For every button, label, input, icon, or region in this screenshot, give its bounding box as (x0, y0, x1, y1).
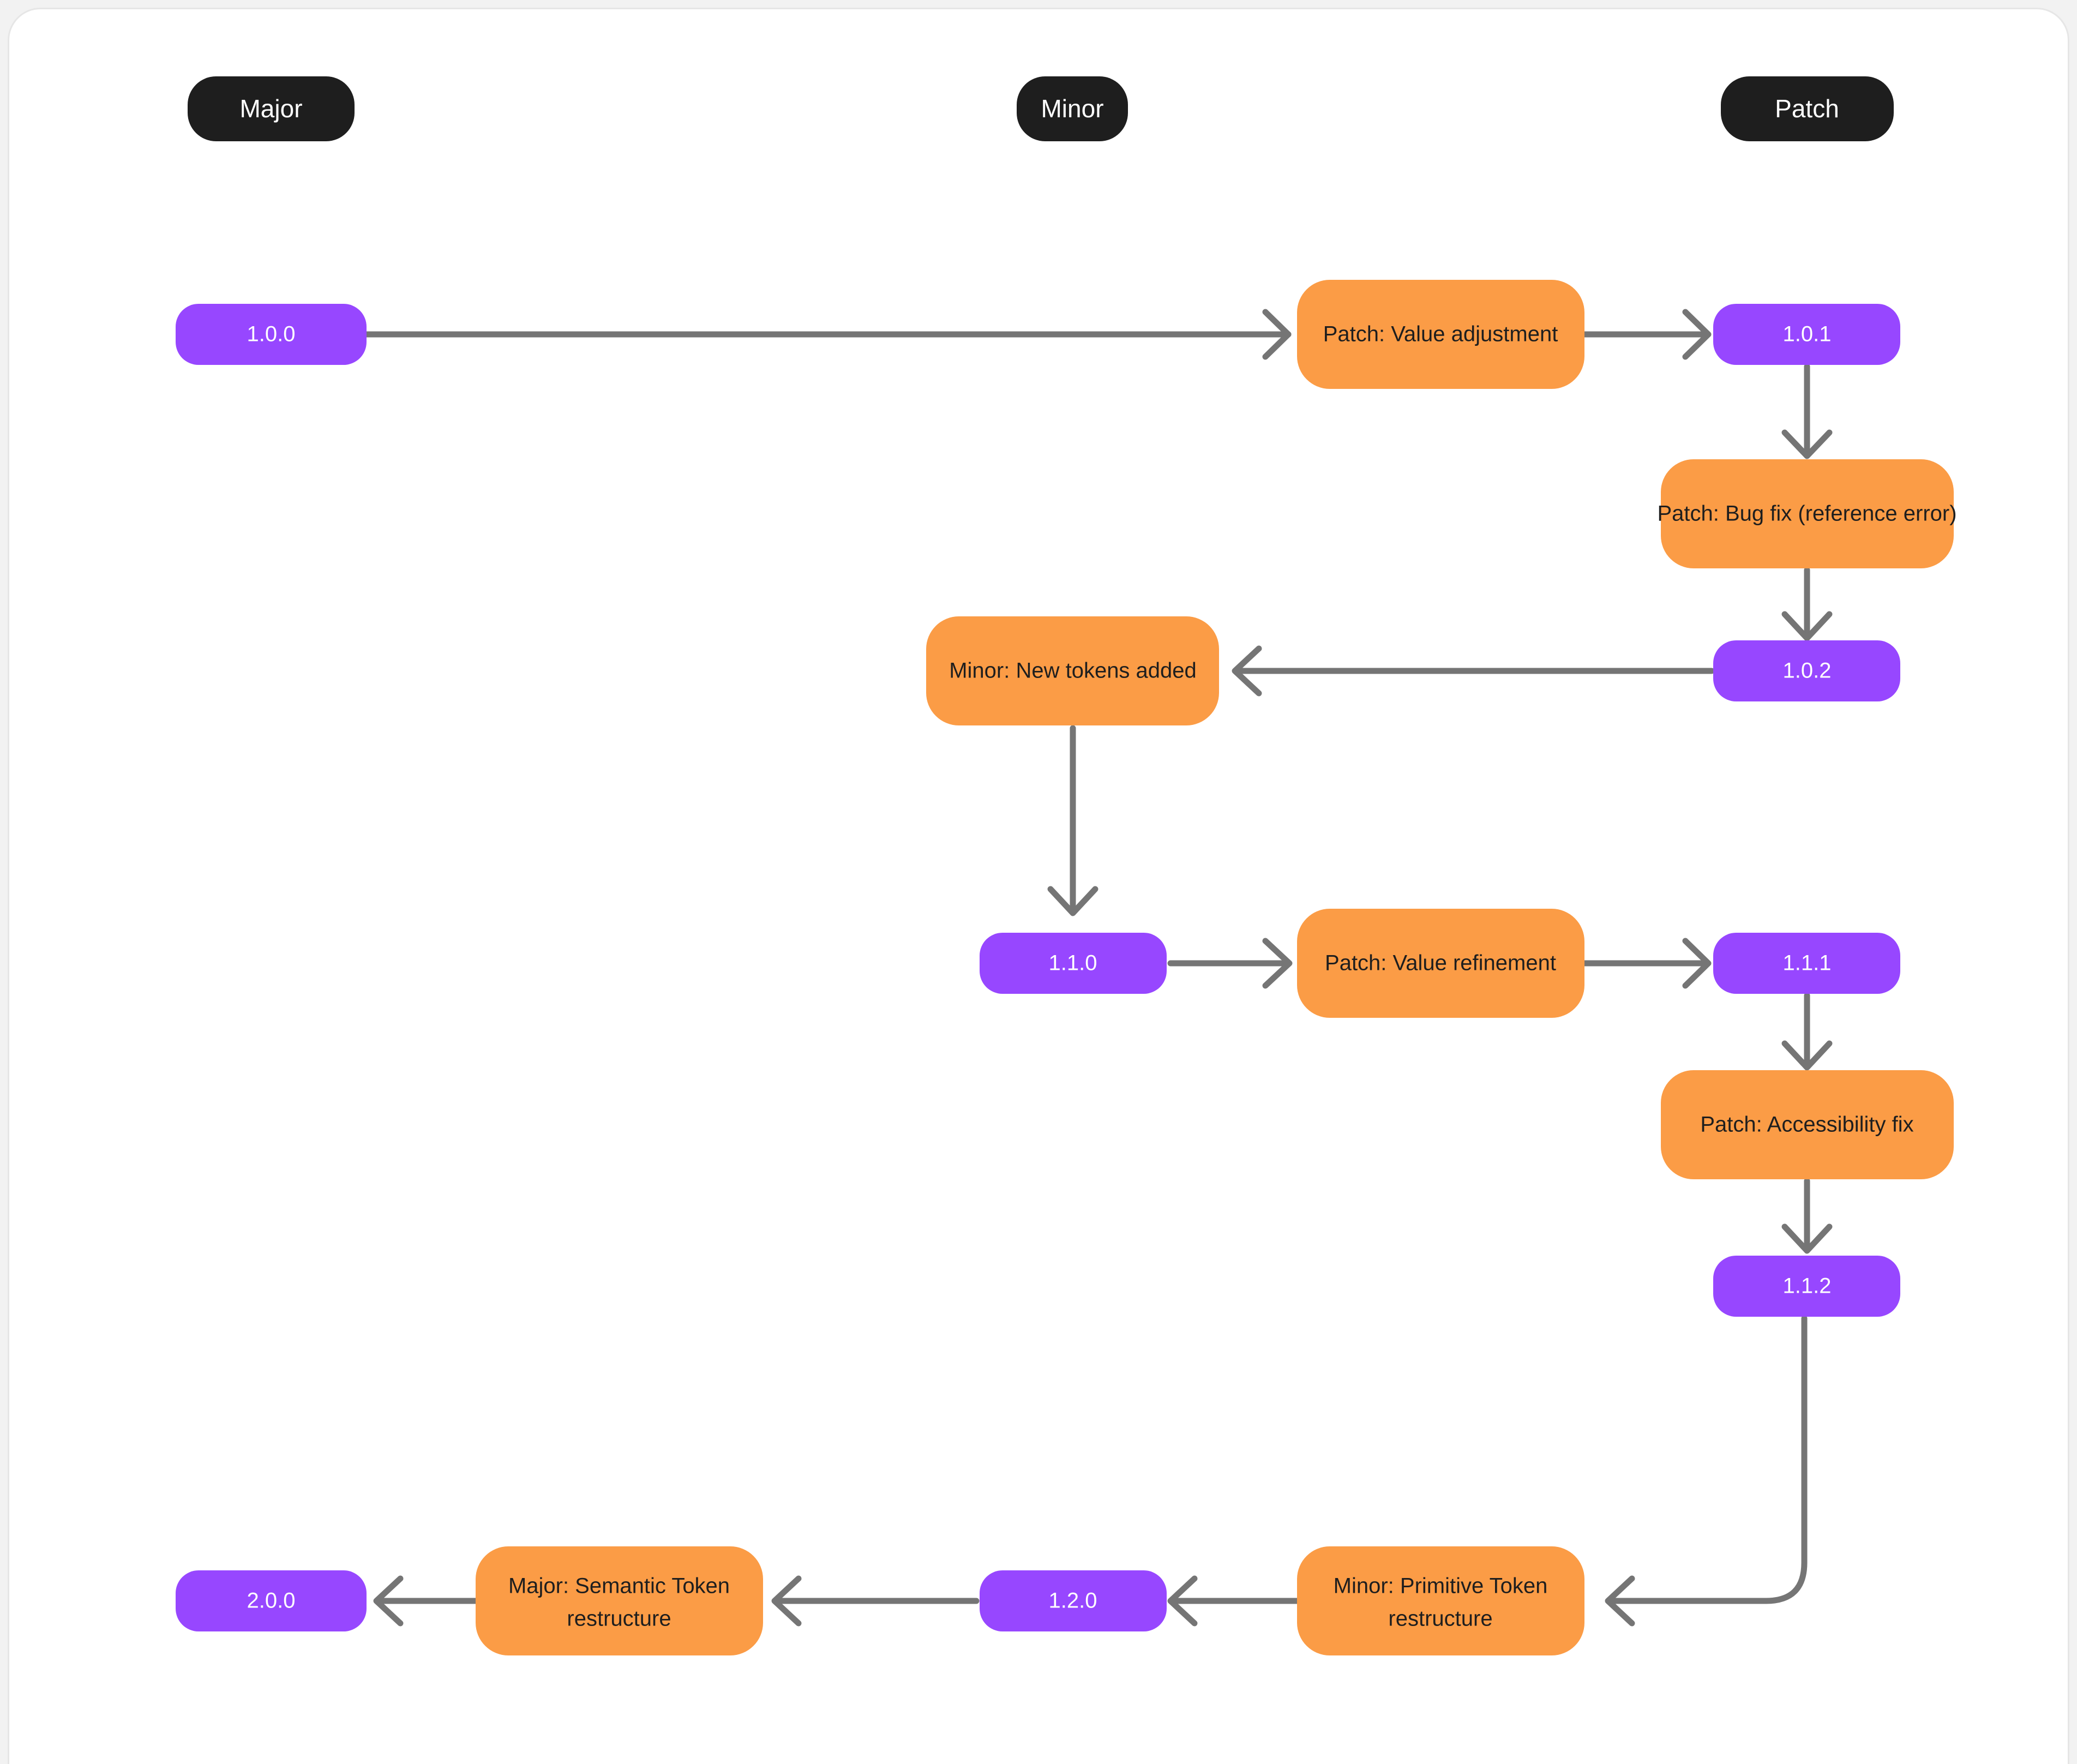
lane-header-minor-label: Minor (1041, 94, 1103, 123)
lane-header-minor[interactable]: Minor (1017, 76, 1128, 141)
edge-1-1-1-to-patch-accessibility-fix (1781, 992, 1833, 1071)
node-change-patch-value-adjustment-bg (1297, 280, 1584, 389)
node-change-minor-primitive-restructure-bg (1297, 1546, 1584, 1655)
node-version-1-1-0[interactable]: 1.1.0 (980, 933, 1167, 994)
node-version-1-1-2-bg (1713, 1256, 1900, 1317)
node-change-patch-accessibility-fix[interactable]: Patch: Accessibility fix (1661, 1070, 1954, 1179)
node-change-minor-new-tokens-bg (926, 616, 1219, 725)
node-version-2-0-0-label: 2.0.0 (247, 1589, 296, 1613)
edge-patch-accessibility-fix-to-1-1-2 (1781, 1178, 1833, 1254)
node-version-2-0-0-bg (176, 1570, 367, 1631)
node-version-1-1-0-label: 1.1.0 (1049, 951, 1097, 975)
node-version-1-0-2-label: 1.0.2 (1783, 659, 1832, 683)
lane-header-major[interactable]: Major (188, 76, 355, 141)
node-version-2-0-0[interactable]: 2.0.0 (176, 1570, 367, 1631)
node-change-patch-bug-fix[interactable]: Patch: Bug fix (reference error) (1657, 459, 1957, 568)
edge-patch-value-refinement-to-1-1-1 (1581, 938, 1712, 989)
node-change-minor-new-tokens-label: Minor: New tokens added (949, 659, 1197, 683)
node-change-major-semantic-restructure[interactable]: Major: Semantic Token restructure (476, 1546, 763, 1655)
edge-minor-primitive-restructure-to-1-2-0 (1167, 1575, 1300, 1627)
node-version-1-2-0[interactable]: 1.2.0 (980, 1570, 1167, 1631)
node-change-major-semantic-restructure-bg (476, 1546, 763, 1655)
node-version-1-0-1[interactable]: 1.0.1 (1713, 304, 1900, 365)
nodes-layer: 1.0.0 Patch: Value adjustment 1.0.1 Patc… (176, 280, 1957, 1655)
node-change-minor-new-tokens[interactable]: Minor: New tokens added (926, 616, 1219, 725)
edge-patch-value-adjustment-to-1-0-1 (1581, 309, 1712, 360)
node-version-1-0-0-bg (176, 304, 367, 365)
lane-header-minor-bg (1017, 76, 1128, 141)
node-change-patch-bug-fix-bg (1661, 459, 1954, 568)
node-change-patch-bug-fix-label: Patch: Bug fix (reference error) (1657, 502, 1956, 526)
lane-header-patch-bg (1721, 76, 1894, 141)
lane-header-major-label: Major (239, 94, 302, 123)
node-change-major-semantic-restructure-label-line2: restructure (567, 1607, 671, 1631)
node-version-1-1-1-label: 1.1.1 (1783, 951, 1832, 975)
lane-header-patch-label: Patch (1775, 94, 1839, 123)
node-change-major-semantic-restructure-label-line1: Major: Semantic Token (508, 1574, 730, 1598)
node-change-patch-value-adjustment-label: Patch: Value adjustment (1323, 322, 1558, 346)
edge-1-2-0-to-major-semantic-restructure (771, 1575, 980, 1627)
edges-layer (319, 309, 1833, 1627)
node-change-patch-accessibility-fix-label: Patch: Accessibility fix (1700, 1113, 1913, 1137)
node-version-1-2-0-bg (980, 1570, 1167, 1631)
node-change-minor-primitive-restructure-label-line2: restructure (1388, 1607, 1492, 1631)
lane-header-major-bg (188, 76, 355, 141)
edge-1-1-0-to-patch-value-refinement (1167, 938, 1293, 989)
edge-minor-new-tokens-to-1-1-0 (1047, 725, 1098, 916)
node-version-1-0-0[interactable]: 1.0.0 (176, 304, 367, 365)
node-version-1-1-0-bg (980, 933, 1167, 994)
edge-1-0-2-to-minor-new-tokens (1232, 645, 1715, 697)
node-version-1-1-2[interactable]: 1.1.2 (1713, 1256, 1900, 1317)
diagram-card (8, 8, 2069, 1764)
node-change-patch-value-refinement[interactable]: Patch: Value refinement (1297, 909, 1584, 1018)
lane-header-patch[interactable]: Patch (1721, 76, 1894, 141)
node-change-patch-value-adjustment[interactable]: Patch: Value adjustment (1297, 280, 1584, 389)
edge-major-semantic-restructure-to-2-0-0 (373, 1575, 479, 1627)
edge-1-0-1-to-patch-bug-fix (1781, 363, 1833, 459)
node-version-1-0-1-label: 1.0.1 (1783, 322, 1832, 346)
node-change-patch-value-refinement-bg (1297, 909, 1584, 1018)
node-change-minor-primitive-restructure-label-line1: Minor: Primitive Token (1334, 1574, 1548, 1598)
edge-1-0-0-to-patch-value-adjustment (319, 309, 1292, 360)
node-version-1-1-1-bg (1713, 933, 1900, 994)
lane-headers: Major Minor Patch (188, 76, 1894, 141)
edge-1-1-2-to-minor-primitive-restructure (1605, 1315, 1808, 1627)
node-version-1-0-2-bg (1713, 640, 1900, 701)
edge-patch-bug-fix-to-1-0-2 (1781, 567, 1833, 641)
node-version-1-1-1[interactable]: 1.1.1 (1713, 933, 1900, 994)
node-change-patch-accessibility-fix-bg (1661, 1070, 1954, 1179)
node-version-1-0-2[interactable]: 1.0.2 (1713, 640, 1900, 701)
node-version-1-0-0-label: 1.0.0 (247, 322, 296, 346)
node-version-1-2-0-label: 1.2.0 (1049, 1589, 1097, 1613)
node-change-minor-primitive-restructure[interactable]: Minor: Primitive Token restructure (1297, 1546, 1584, 1655)
node-version-1-0-1-bg (1713, 304, 1900, 365)
node-change-patch-value-refinement-label: Patch: Value refinement (1325, 951, 1556, 975)
node-version-1-1-2-label: 1.1.2 (1783, 1274, 1832, 1298)
